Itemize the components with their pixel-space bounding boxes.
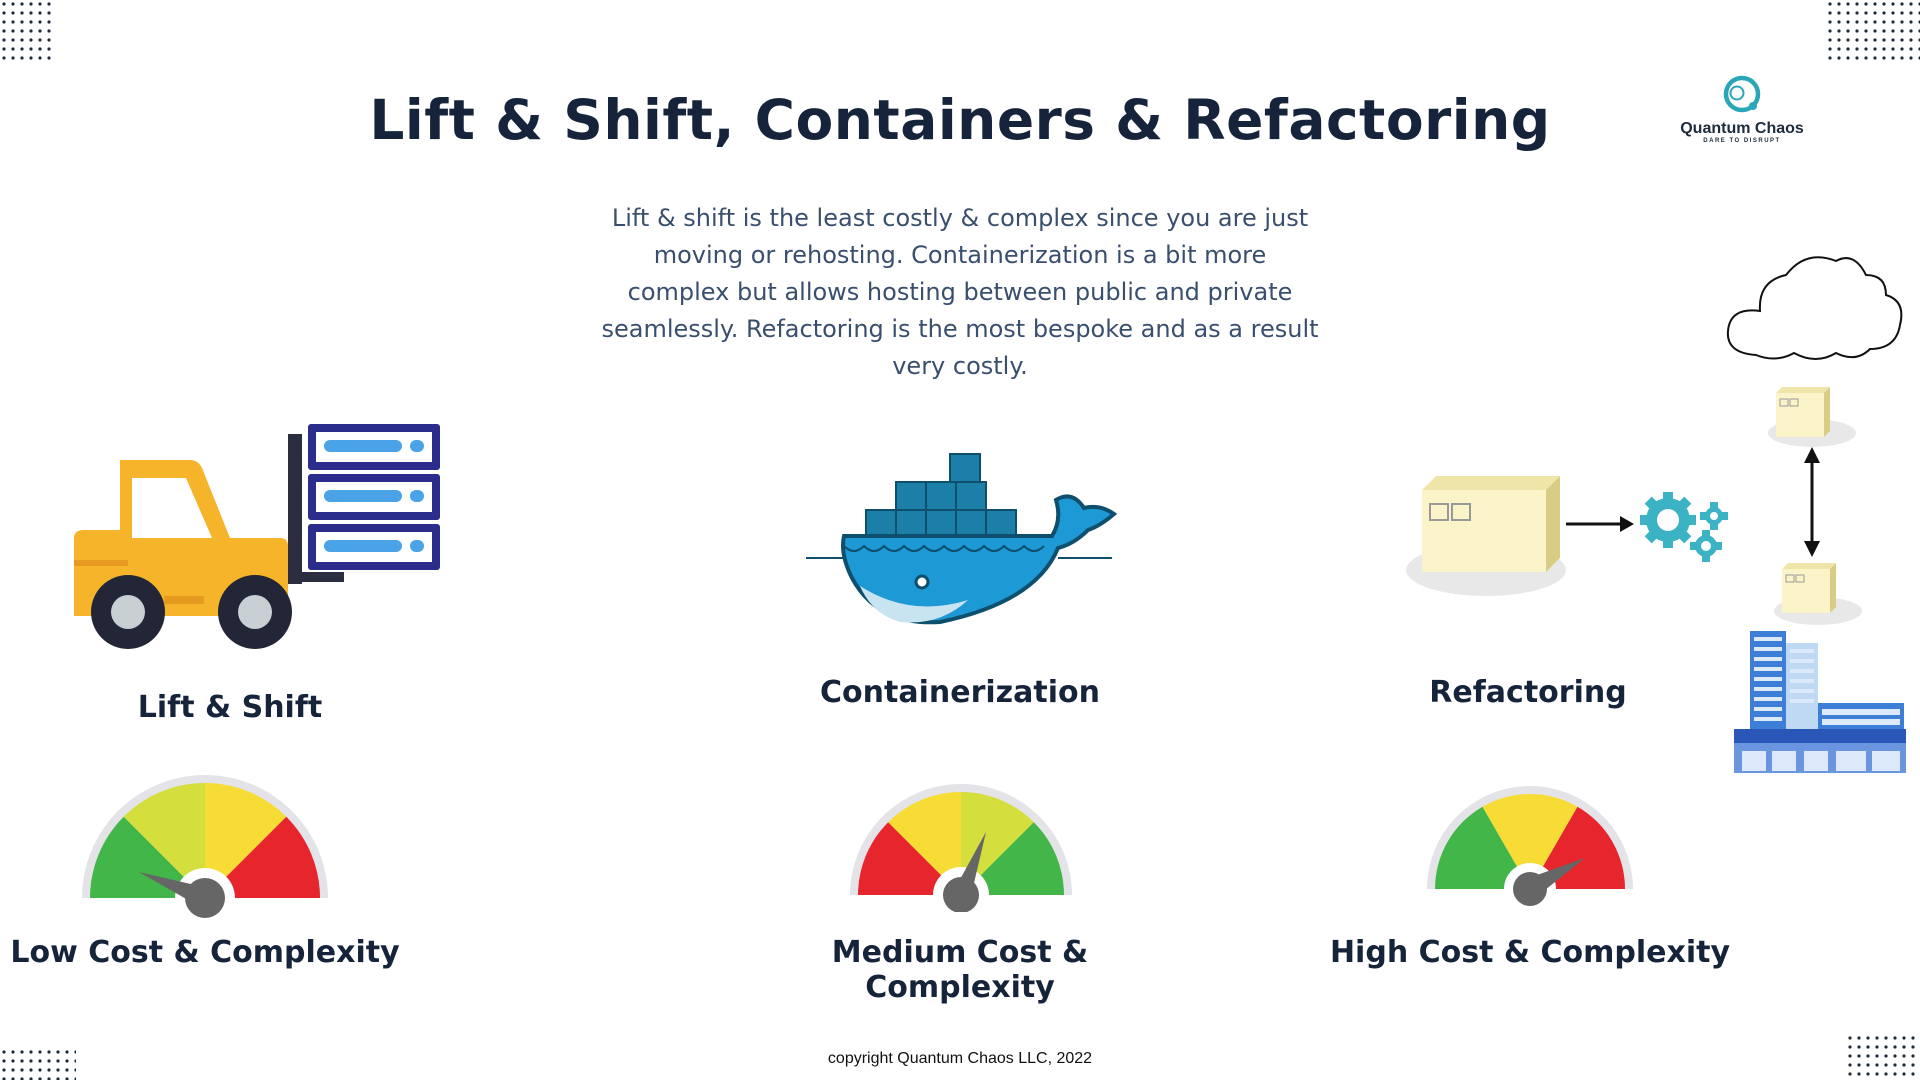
- logo-tagline: DARE TO DISRUPT: [1703, 138, 1781, 144]
- label-containerization: Containerization: [820, 675, 1100, 710]
- company-logo: Quantum Chaos DARE TO DISRUPT: [1672, 72, 1812, 144]
- label-refactoring: Refactoring: [1429, 675, 1627, 710]
- gauge-high: [1427, 786, 1633, 909]
- gauge-low: [82, 775, 328, 922]
- corner-dots-top-left: [0, 0, 52, 60]
- gauge-label-low: Low Cost & Complexity: [10, 935, 400, 970]
- forklift-server-icon: [74, 424, 440, 649]
- logo-name: Quantum Chaos: [1680, 120, 1804, 137]
- copyright-footer: copyright Quantum Chaos LLC, 2022: [827, 1050, 1093, 1067]
- box-to-gears-icon: [1406, 476, 1728, 596]
- docker-whale-icon: [806, 453, 1118, 625]
- corner-dots-bottom-right: [1846, 1034, 1920, 1080]
- slide-description: Lift & shift is the least costly & compl…: [601, 204, 1319, 380]
- gauge-label-high: High Cost & Complexity: [1329, 935, 1731, 970]
- cloud-to-datacenter-illustration: [1726, 256, 1906, 773]
- label-lift-and-shift: Lift & Shift: [137, 690, 323, 725]
- corner-dots-top-right: [1826, 0, 1920, 60]
- quantum-chaos-logo-icon: [1723, 75, 1761, 113]
- gauge-label-medium: Medium Cost & Complexity: [831, 935, 1089, 1005]
- gauge-medium: [850, 784, 1072, 912]
- slide-title: Lift & Shift, Containers & Refactoring: [369, 88, 1551, 152]
- corner-dots-bottom-left: [0, 1048, 76, 1080]
